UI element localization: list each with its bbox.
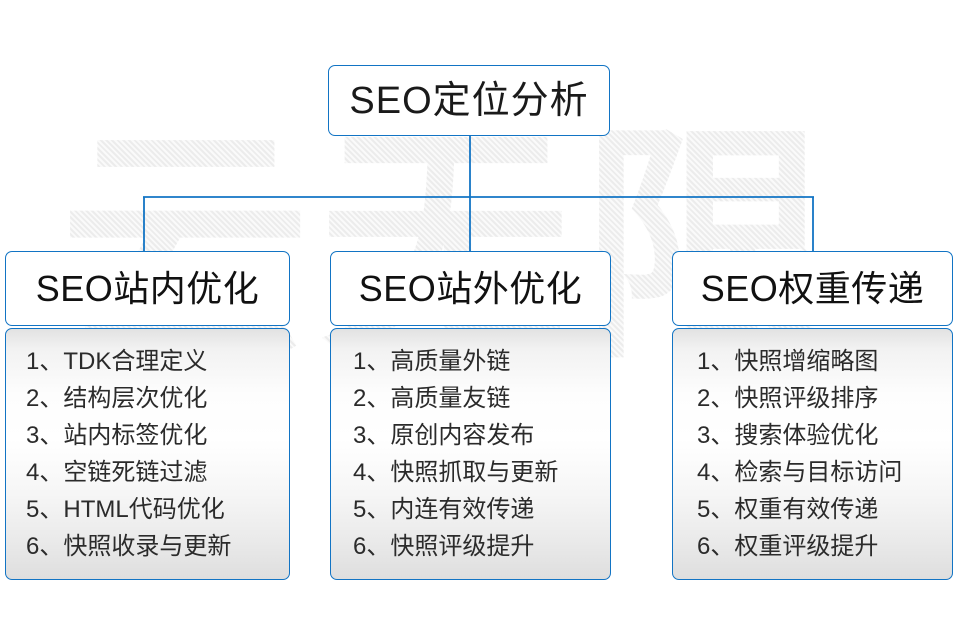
list-item[interactable]: 6、权重评级提升 [673, 528, 952, 565]
list-item[interactable]: 1、快照增缩略图 [673, 343, 952, 380]
item-text: 站内标签优化 [63, 422, 208, 449]
item-number: 2、 [353, 385, 391, 412]
branch-body-3: 1、快照增缩略图 2、快照评级排序 3、搜索体验优化 4、检索与目标访问 5、权… [672, 328, 953, 580]
item-number: 2、 [26, 385, 64, 412]
branch-header-3[interactable]: SEO权重传递 [672, 251, 953, 326]
item-number: 1、 [26, 348, 64, 375]
list-item[interactable]: 1、TDK合理定义 [6, 343, 289, 380]
list-item[interactable]: 4、检索与目标访问 [673, 454, 952, 491]
list-item[interactable]: 5、权重有效传递 [673, 491, 952, 528]
list-item[interactable]: 3、原创内容发布 [331, 417, 610, 454]
item-number: 3、 [697, 422, 735, 449]
list-item[interactable]: 4、空链死链过滤 [6, 454, 289, 491]
list-item[interactable]: 3、搜索体验优化 [673, 417, 952, 454]
item-text: HTML代码优化 [63, 496, 225, 523]
item-text: TDK合理定义 [63, 348, 208, 375]
item-text: 内连有效传递 [390, 496, 535, 523]
item-text: 检索与目标访问 [734, 459, 903, 486]
item-list-2: 1、高质量外链 2、高质量友链 3、原创内容发布 4、快照抓取与更新 5、内连有… [331, 343, 610, 565]
item-text: 快照增缩略图 [734, 348, 879, 375]
root-node-label: SEO定位分析 [349, 79, 589, 122]
item-text: 搜索体验优化 [734, 422, 879, 449]
branch-body-2: 1、高质量外链 2、高质量友链 3、原创内容发布 4、快照抓取与更新 5、内连有… [330, 328, 611, 580]
item-text: 快照收录与更新 [63, 533, 232, 560]
branch-column-1: SEO站内优化 1、TDK合理定义 2、结构层次优化 3、站内标签优化 4、空链… [5, 251, 290, 580]
list-item[interactable]: 4、快照抓取与更新 [331, 454, 610, 491]
item-text: 快照抓取与更新 [390, 459, 559, 486]
item-text: 权重有效传递 [734, 496, 879, 523]
item-text: 权重评级提升 [734, 533, 879, 560]
branch-header-1[interactable]: SEO站内优化 [5, 251, 290, 326]
item-text: 结构层次优化 [63, 385, 208, 412]
item-number: 6、 [353, 533, 391, 560]
item-number: 5、 [697, 496, 735, 523]
item-number: 4、 [353, 459, 391, 486]
list-item[interactable]: 2、结构层次优化 [6, 380, 289, 417]
list-item[interactable]: 2、快照评级排序 [673, 380, 952, 417]
item-number: 4、 [26, 459, 64, 486]
item-text: 快照评级提升 [390, 533, 535, 560]
list-item[interactable]: 6、快照收录与更新 [6, 528, 289, 565]
item-number: 3、 [353, 422, 391, 449]
item-text: 原创内容发布 [390, 422, 535, 449]
list-item[interactable]: 3、站内标签优化 [6, 417, 289, 454]
item-number: 5、 [353, 496, 391, 523]
item-number: 6、 [26, 533, 64, 560]
item-text: 空链死链过滤 [63, 459, 208, 486]
branch-column-2: SEO站外优化 1、高质量外链 2、高质量友链 3、原创内容发布 4、快照抓取与… [330, 251, 611, 580]
branch-header-3-label: SEO权重传递 [700, 267, 925, 309]
item-number: 4、 [697, 459, 735, 486]
item-text: 快照评级排序 [734, 385, 879, 412]
branch-column-3: SEO权重传递 1、快照增缩略图 2、快照评级排序 3、搜索体验优化 4、检索与… [672, 251, 953, 580]
item-number: 1、 [697, 348, 735, 375]
list-item[interactable]: 6、快照评级提升 [331, 528, 610, 565]
item-text: 高质量外链 [390, 348, 511, 375]
item-text: 高质量友链 [390, 385, 511, 412]
branch-header-2-label: SEO站外优化 [358, 267, 583, 309]
item-number: 5、 [26, 496, 64, 523]
branch-body-1: 1、TDK合理定义 2、结构层次优化 3、站内标签优化 4、空链死链过滤 5、H… [5, 328, 290, 580]
item-number: 3、 [26, 422, 64, 449]
list-item[interactable]: 2、高质量友链 [331, 380, 610, 417]
list-item[interactable]: 5、HTML代码优化 [6, 491, 289, 528]
item-number: 2、 [697, 385, 735, 412]
item-list-3: 1、快照增缩略图 2、快照评级排序 3、搜索体验优化 4、检索与目标访问 5、权… [673, 343, 952, 565]
item-list-1: 1、TDK合理定义 2、结构层次优化 3、站内标签优化 4、空链死链过滤 5、H… [6, 343, 289, 565]
list-item[interactable]: 1、高质量外链 [331, 343, 610, 380]
root-node[interactable]: SEO定位分析 [328, 65, 610, 136]
list-item[interactable]: 5、内连有效传递 [331, 491, 610, 528]
item-number: 6、 [697, 533, 735, 560]
branch-header-2[interactable]: SEO站外优化 [330, 251, 611, 326]
branch-header-1-label: SEO站内优化 [35, 267, 260, 309]
item-number: 1、 [353, 348, 391, 375]
